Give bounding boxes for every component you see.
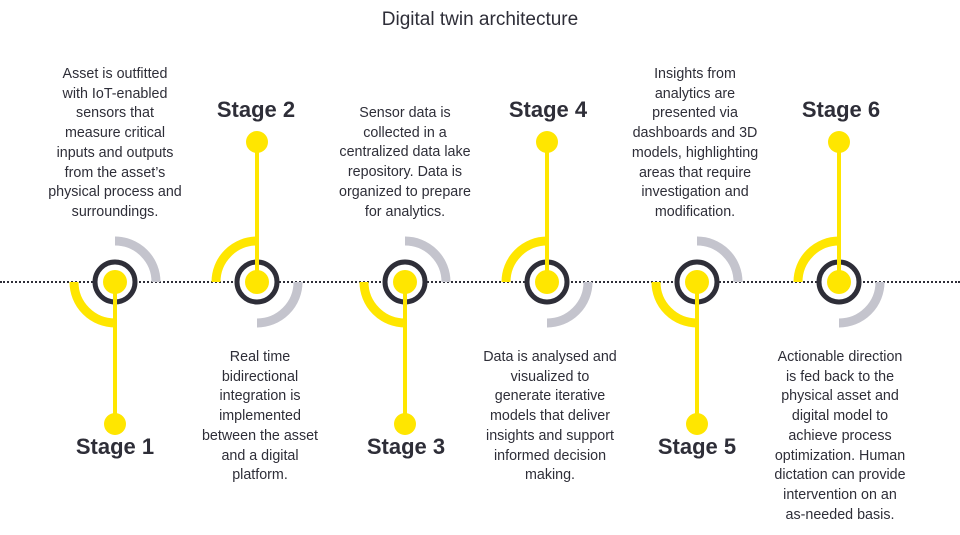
stage-5-end-dot xyxy=(686,413,708,435)
stage-1-grey-arc xyxy=(114,236,161,283)
stage-4-center-dot xyxy=(535,270,559,294)
diagram-title: Digital twin architecture xyxy=(381,9,579,30)
stage-1-yellow-arc xyxy=(69,281,116,328)
stage-6-center-dot xyxy=(827,270,851,294)
stage-2-end-dot xyxy=(246,131,268,153)
stage-2-grey-arc xyxy=(256,281,303,328)
stage-3-yellow-arc xyxy=(359,281,406,328)
stage-5-label: Stage 5 xyxy=(657,434,737,459)
stage-2-label: Stage 2 xyxy=(216,97,296,122)
stage-4-grey-arc xyxy=(546,281,593,328)
stage-1-label: Stage 1 xyxy=(75,434,155,459)
timeline-axis xyxy=(0,281,960,283)
stage-4-description: Data is analysed and visualized to gener… xyxy=(483,349,617,484)
stage-3-label: Stage 3 xyxy=(366,434,446,459)
stage-4-label: Stage 4 xyxy=(508,97,588,122)
stage-6-description: Actionable direction is fed back to the … xyxy=(774,349,906,523)
stage-6-label: Stage 6 xyxy=(801,97,881,122)
stage-3-end-dot xyxy=(394,413,416,435)
stage-6-end-dot xyxy=(828,131,850,153)
stage-5-description: Insights from analytics are presented vi… xyxy=(631,66,759,220)
stage-6-yellow-arc xyxy=(793,236,840,283)
stage-6-grey-arc xyxy=(838,281,885,328)
stage-5-grey-arc xyxy=(696,236,743,283)
stage-1-description: Asset is outfitted with IoT-enabled sens… xyxy=(48,66,182,220)
stage-5-yellow-arc xyxy=(651,281,698,328)
stage-2-yellow-arc xyxy=(211,236,258,283)
stage-5-center-dot xyxy=(685,270,709,294)
stage-1-end-dot xyxy=(104,413,126,435)
stage-3-center-dot xyxy=(393,270,417,294)
stage-1-center-dot xyxy=(103,270,127,294)
stage-4-yellow-arc xyxy=(501,236,548,283)
stage-2-center-dot xyxy=(245,270,269,294)
stage-3-grey-arc xyxy=(404,236,451,283)
stage-4-end-dot xyxy=(536,131,558,153)
stage-3-description: Sensor data is collected in a centralize… xyxy=(339,105,471,220)
stage-2-description: Real time bidirectional integration is i… xyxy=(201,349,319,484)
